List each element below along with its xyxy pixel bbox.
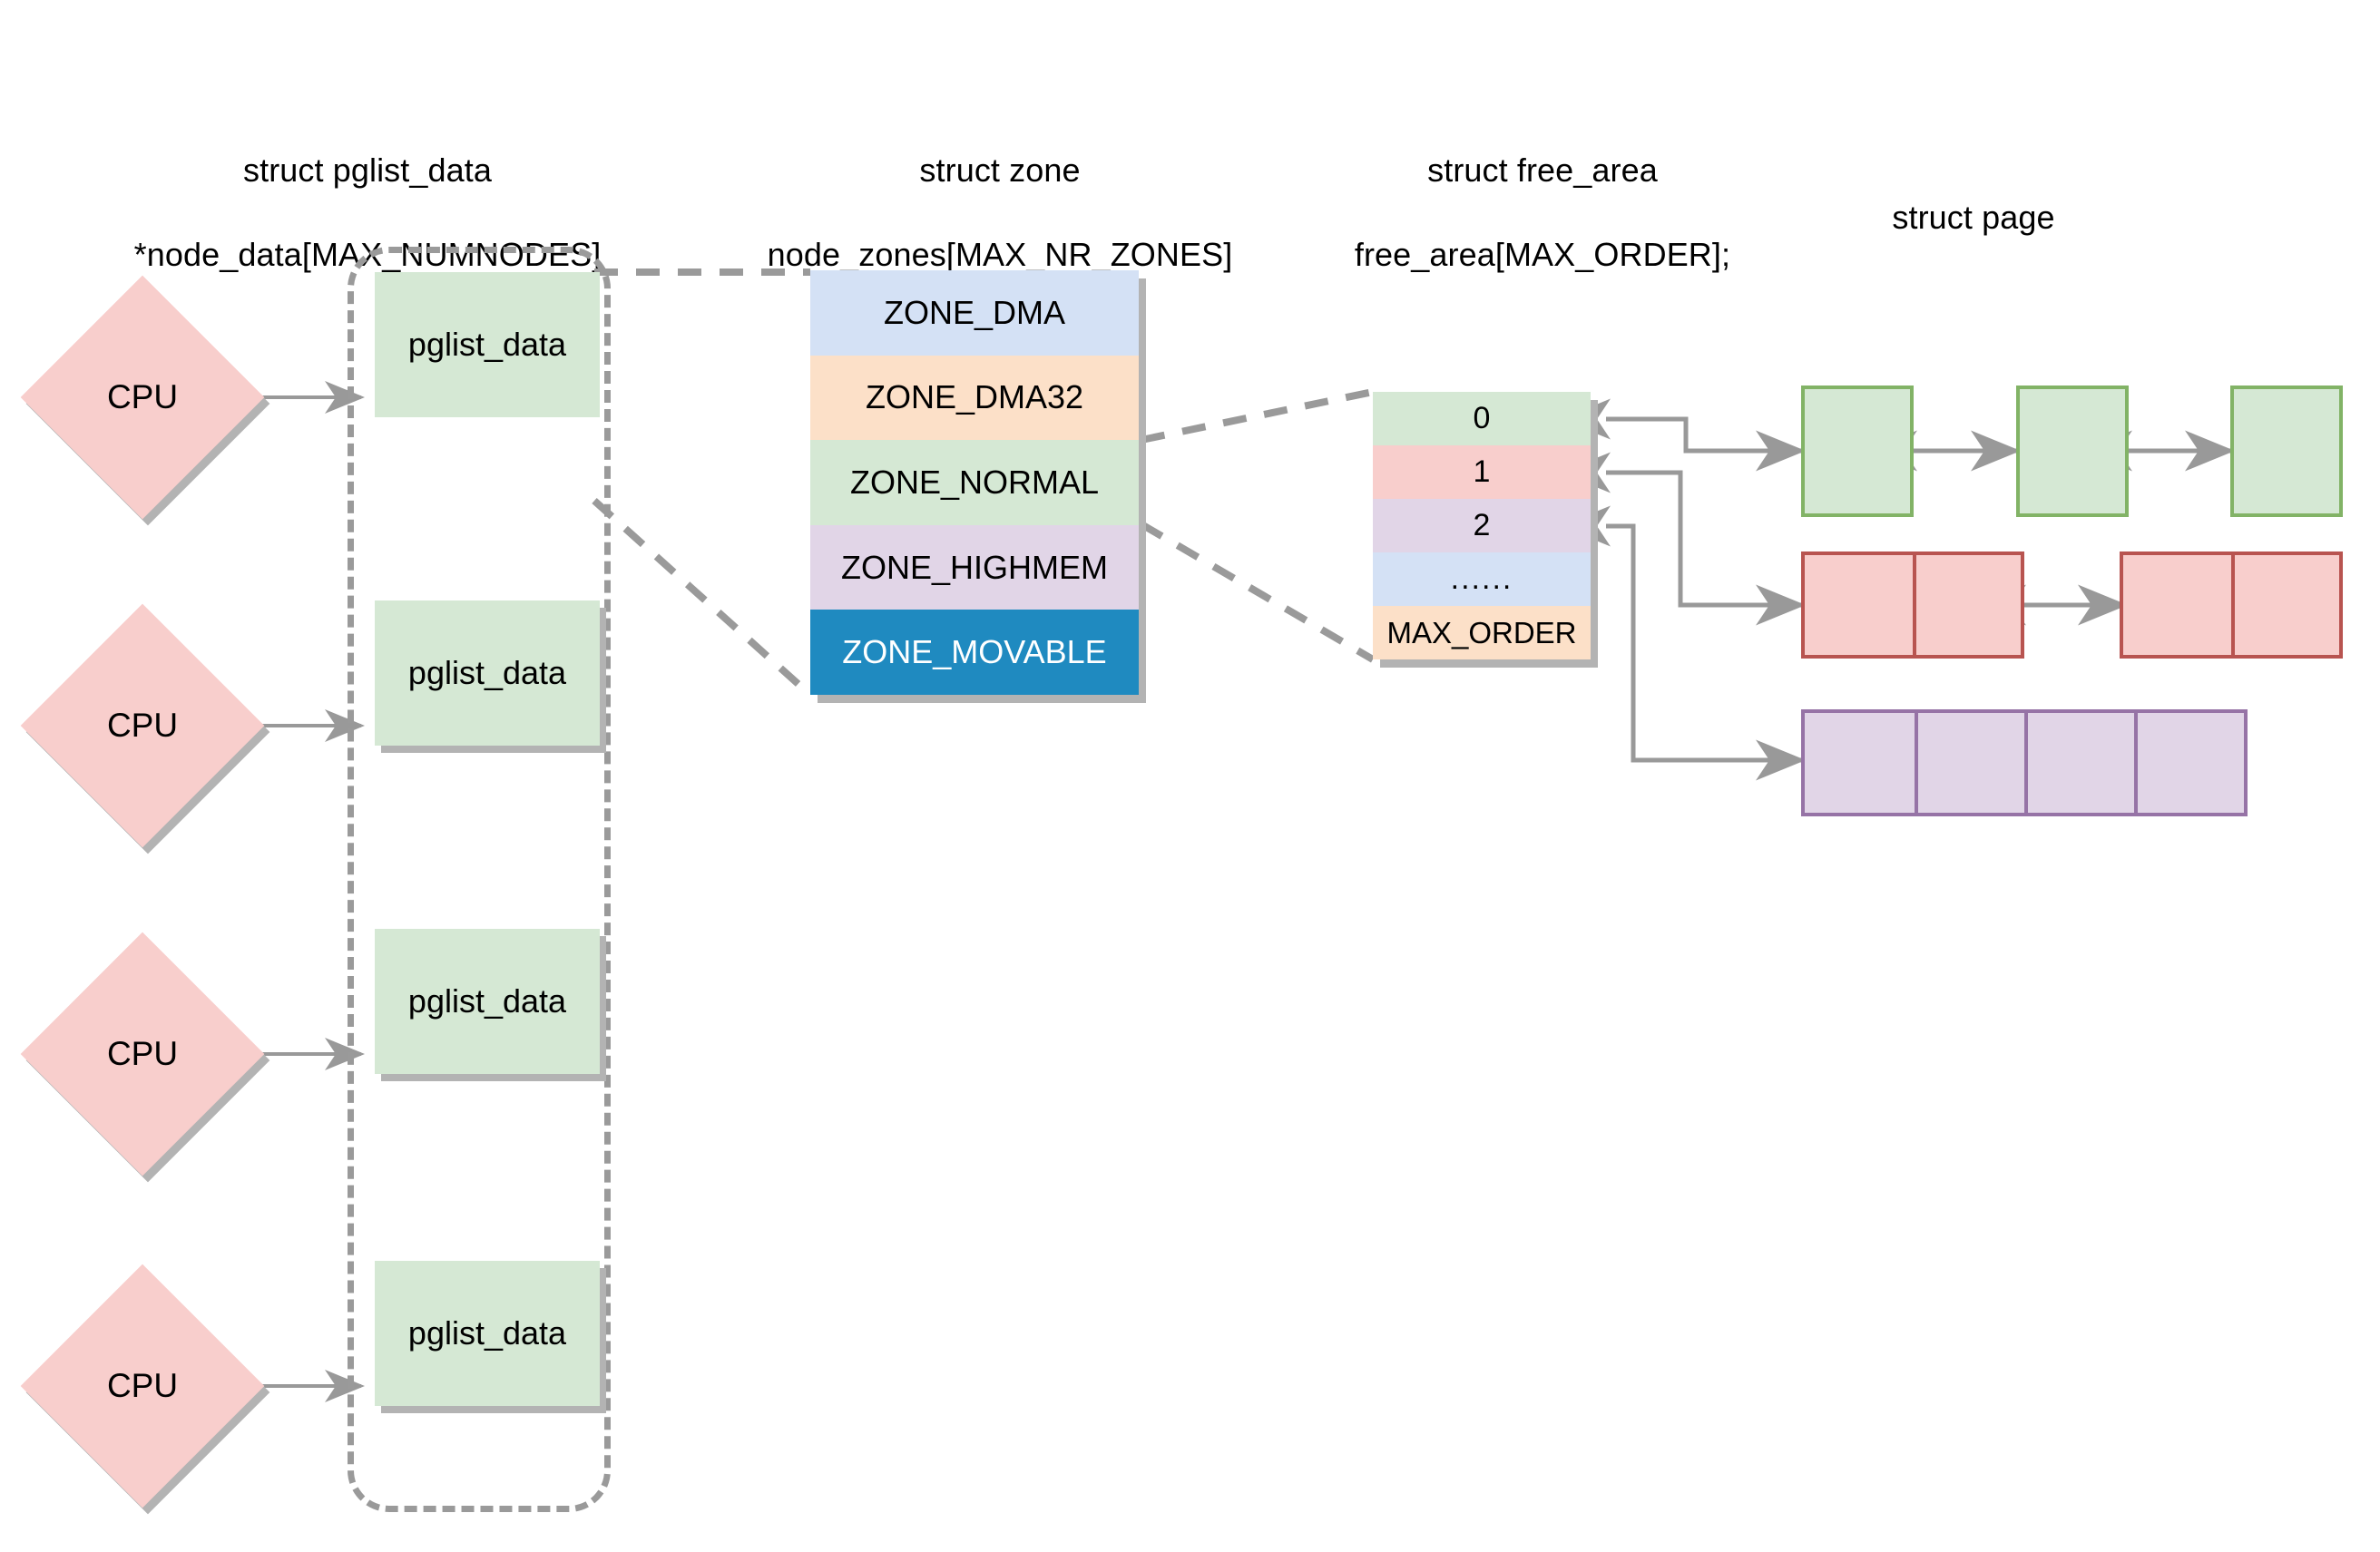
header-zone-line2: node_zones[MAX_NR_ZONES] — [767, 236, 1233, 274]
header-page: struct page — [1801, 154, 2146, 281]
pglist-data-box — [375, 1261, 600, 1406]
page-cell — [2231, 555, 2339, 655]
pglist-data-node-3[interactable]: pglist_data — [375, 1261, 606, 1413]
cpu-node-1[interactable]: CPU — [20, 603, 270, 854]
cpu-label: CPU — [106, 378, 179, 415]
free-area-row-order-2[interactable]: 2 — [1373, 499, 1591, 552]
header-pglist-data-line1: struct pglist_data — [243, 151, 492, 189]
header-page-line1: struct page — [1892, 198, 2055, 236]
page-cell — [2020, 389, 2125, 513]
free-area-array: 0 1 2 ...... MAX_ORDER — [1373, 392, 1598, 668]
free-area-row-order-0[interactable]: 0 — [1373, 392, 1591, 445]
zone-row-normal[interactable]: ZONE_NORMAL — [810, 440, 1139, 525]
header-free-area-line2: free_area[MAX_ORDER]; — [1354, 236, 1731, 274]
page-block-order0-2[interactable] — [2230, 386, 2343, 517]
page-cell — [2123, 555, 2231, 655]
pglist-data-label: pglist_data — [407, 1314, 567, 1352]
pglist-data-node-2[interactable]: pglist_data — [375, 929, 606, 1081]
cpu-label: CPU — [106, 707, 179, 744]
pglist-data-label: pglist_data — [407, 982, 567, 1020]
zone-row-dma[interactable]: ZONE_DMA — [810, 270, 1139, 356]
page-block-order0-1[interactable] — [2016, 386, 2129, 517]
page-cell — [2234, 389, 2339, 513]
pglist-data-node-0[interactable]: pglist_data — [375, 272, 600, 417]
page-cell — [1915, 713, 2024, 813]
node-data-array-container — [348, 247, 611, 1512]
zone-row-movable[interactable]: ZONE_MOVABLE — [810, 610, 1139, 695]
free-area-row-order-1[interactable]: 1 — [1373, 445, 1591, 499]
cpu-node-2[interactable]: CPU — [20, 932, 270, 1183]
cpu-node-0[interactable]: CPU — [20, 275, 270, 526]
page-cell — [1805, 555, 1913, 655]
pglist-data-node-1[interactable]: pglist_data — [375, 600, 606, 753]
zone-row-dma32[interactable]: ZONE_DMA32 — [810, 355, 1139, 441]
zone-array: ZONE_DMA ZONE_DMA32 ZONE_NORMAL ZONE_HIG… — [810, 270, 1146, 703]
pglist-data-box — [375, 272, 600, 417]
pglist-data-box — [375, 600, 600, 746]
cpu-label: CPU — [106, 1367, 179, 1404]
zone-row-highmem[interactable]: ZONE_HIGHMEM — [810, 524, 1139, 610]
page-cell — [2024, 713, 2134, 813]
page-cell — [1913, 555, 2021, 655]
pglist-data-label: pglist_data — [407, 326, 567, 363]
page-block-order2-0[interactable] — [1801, 709, 2248, 816]
free-area-row-ellipsis[interactable]: ...... — [1373, 552, 1591, 606]
free-area-row-max-order[interactable]: MAX_ORDER — [1373, 606, 1591, 659]
pglist-data-box — [375, 929, 600, 1074]
page-block-order0-0[interactable] — [1801, 386, 1914, 517]
header-zone: struct zone node_zones[MAX_NR_ZONES] — [710, 107, 1290, 319]
cpu-node-3[interactable]: CPU — [20, 1264, 270, 1515]
page-cell — [2134, 713, 2244, 813]
pglist-data-label: pglist_data — [407, 654, 567, 691]
page-block-order1-1[interactable] — [2120, 551, 2343, 659]
page-cell — [1805, 713, 1915, 813]
header-free-area: struct free_area free_area[MAX_ORDER]; — [1307, 107, 1778, 319]
header-zone-line1: struct zone — [919, 151, 1081, 189]
header-free-area-line1: struct free_area — [1427, 151, 1658, 189]
cpu-label: CPU — [106, 1035, 179, 1072]
page-cell — [1805, 389, 1910, 513]
page-block-order1-0[interactable] — [1801, 551, 2024, 659]
